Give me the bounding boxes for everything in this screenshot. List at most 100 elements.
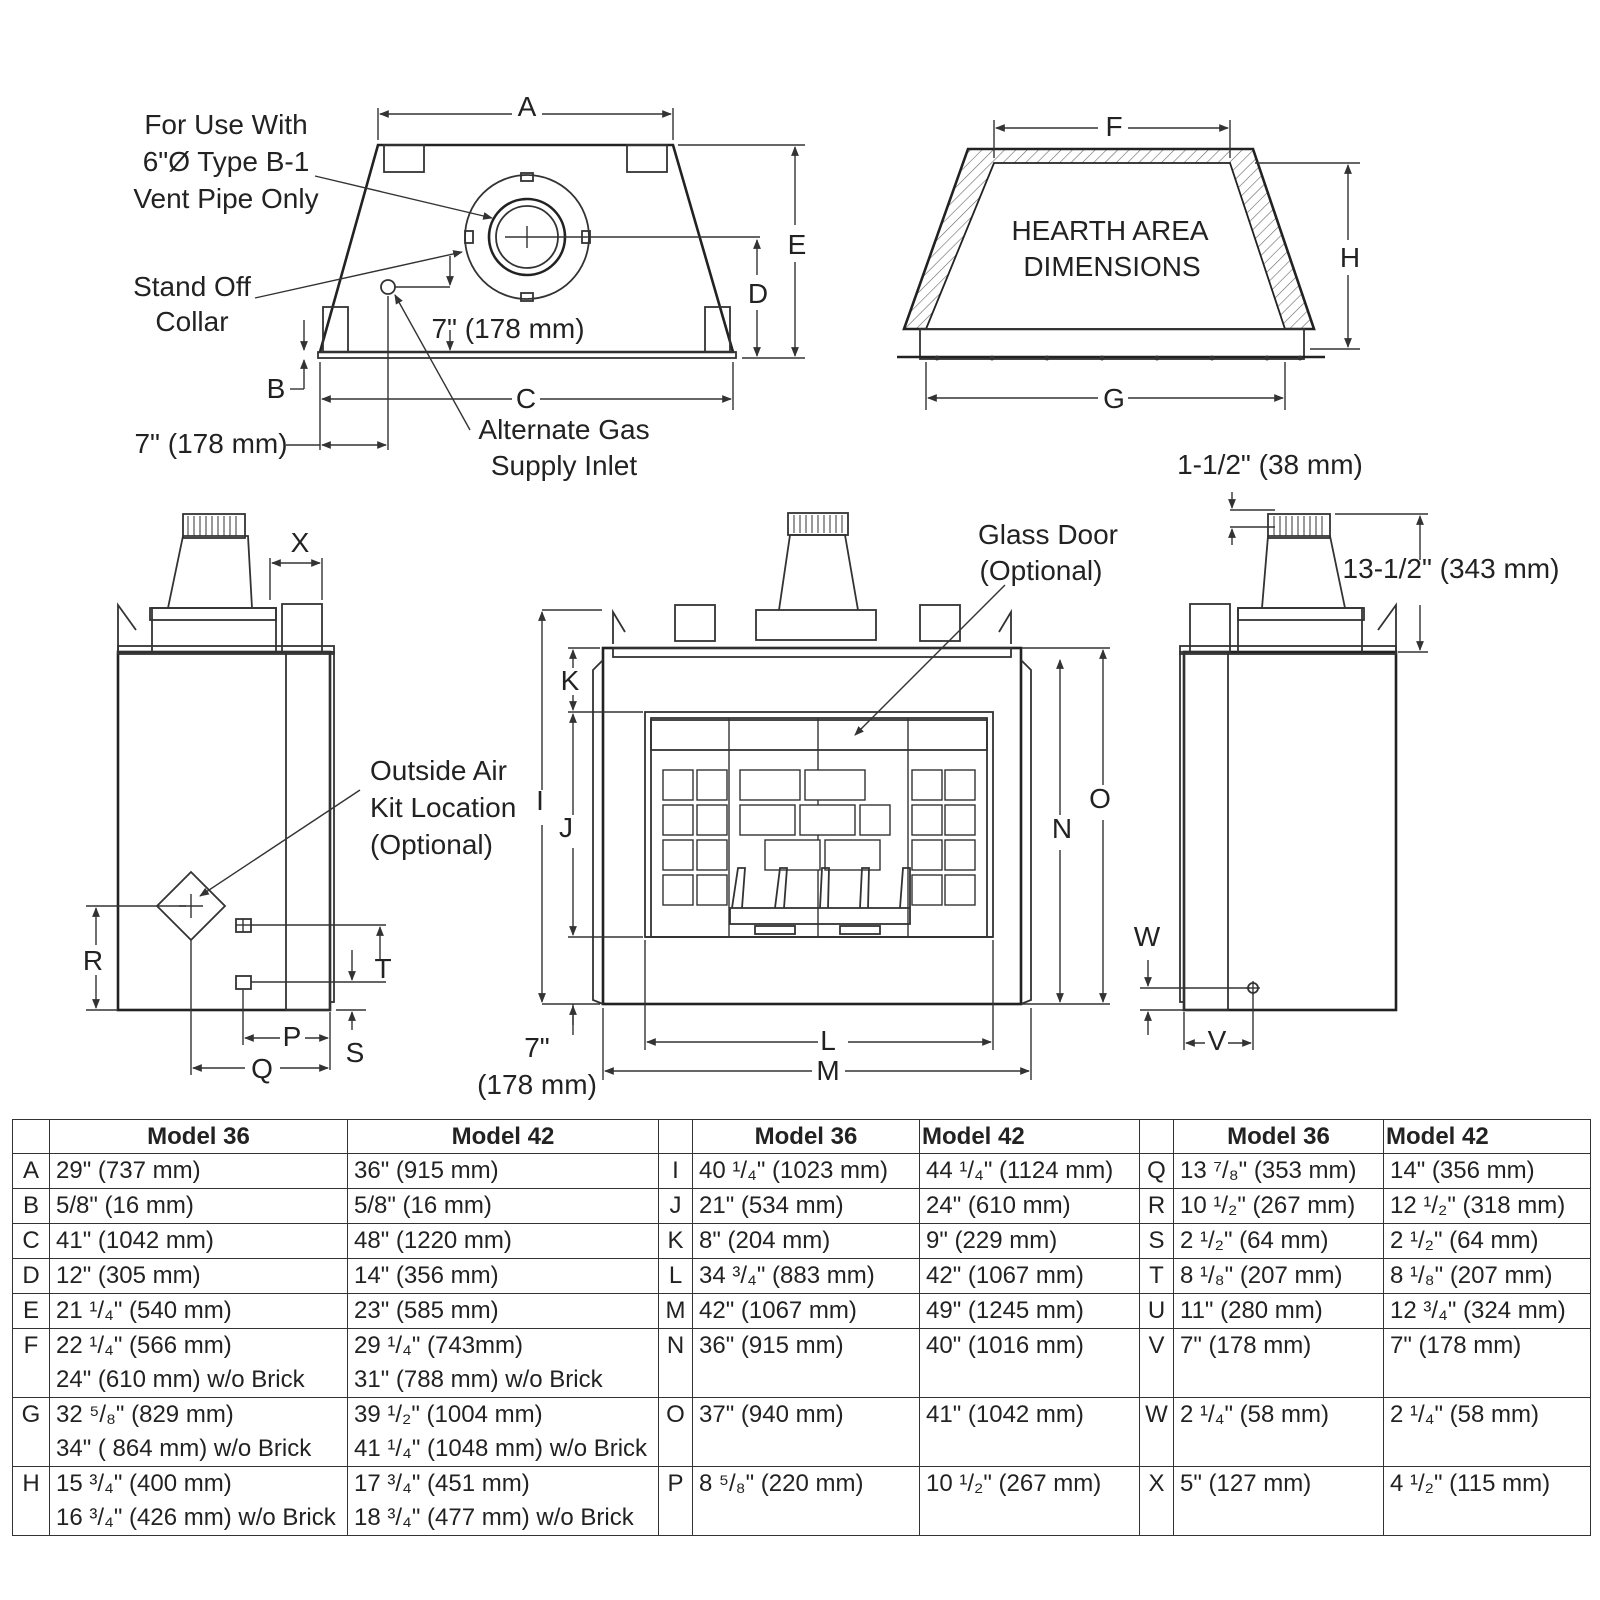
dimension-letters: A B C D E F G H I J K L M N O P Q R S T … [83,91,1360,1086]
dimension-key: N [658,1328,693,1398]
value-line: 10 ¹/₂" (267 mm) [926,1470,1102,1497]
value-line: 40" (1016 mm) [926,1332,1084,1359]
letter-l: L [820,1025,836,1056]
dimension-key: D [12,1258,50,1294]
model-42-value: 42" (1067 mm) [919,1258,1140,1294]
letter-h: H [1340,242,1360,273]
model-42-value: 7" (178 mm) [1383,1328,1591,1398]
letter-e: E [788,229,807,260]
for-use-with-line1: For Use With [144,109,307,140]
value-line: 16 ³/₄" (426 mm) w/o Brick [56,1504,336,1531]
value-line: 11" (280 mm) [1180,1297,1323,1324]
hearth-line1: HEARTH AREA [1011,215,1208,246]
model-42-value: 41" (1042 mm) [919,1397,1140,1467]
model-42-value: 12 ¹/₂" (318 mm) [1383,1188,1591,1224]
value-line: 29 ¹/₄" (743mm) [354,1332,524,1359]
model-36-value: 15 ³/₄" (400 mm)16 ³/₄" (426 mm) w/o Bri… [49,1466,348,1536]
model-36-value: 8 ¹/₈" (207 mm) [1173,1258,1384,1294]
model-42-value: 48" (1220 mm) [347,1223,659,1259]
model-42-value: 9" (229 mm) [919,1223,1140,1259]
value-line: 42" (1067 mm) [699,1297,857,1324]
dimension-key: P [658,1466,693,1536]
dimension-key: V [1139,1328,1174,1398]
value-line: 17 ³/₄" (451 mm) [354,1470,530,1497]
value-line: 10 ¹/₂" (267 mm) [1180,1192,1356,1219]
letter-b: B [267,373,286,404]
value-line: 41 ¹/₄" (1048 mm) w/o Brick [354,1435,648,1462]
dimension-key: S [1139,1223,1174,1259]
letter-c: C [516,383,536,414]
value-line: 48" (1220 mm) [354,1227,512,1254]
dimension-key: H [12,1466,50,1536]
model-36-value: 22 ¹/₄" (566 mm)24" (610 mm) w/o Brick [49,1328,348,1398]
top-view [254,108,805,450]
model-36-value: 7" (178 mm) [1173,1328,1384,1398]
dim-13-5in: 13-1/2" (343 mm) [1343,553,1560,584]
letter-j: J [559,812,573,843]
dimension-key: I [658,1153,693,1189]
value-line: 18 ³/₄" (477 mm) w/o Brick [354,1504,634,1531]
dimension-key: E [12,1293,50,1329]
outside-air-line1: Outside Air [370,755,507,786]
value-line: 44 ¹/₄" (1124 mm) [926,1157,1114,1184]
alt-gas-line1: Alternate Gas [478,414,649,445]
model-42-value: 23" (585 mm) [347,1293,659,1329]
value-line: 5" (127 mm) [1180,1470,1312,1497]
letter-o: O [1089,783,1111,814]
dimension-key: G [12,1397,50,1467]
dimension-key: O [658,1397,693,1467]
right-side-view [1140,492,1428,1050]
value-line: 8 ¹/₈" (207 mm) [1180,1262,1343,1289]
dim-178mm-front: (178 mm) [477,1069,597,1100]
value-line: 4 ¹/₂" (115 mm) [1390,1470,1551,1497]
dimension-key: Q [1139,1153,1174,1189]
model-36-value: 21" (534 mm) [692,1188,920,1224]
letter-v: V [1208,1025,1227,1056]
model-42-value: 24" (610 mm) [919,1188,1140,1224]
value-line: 5/8" (16 mm) [354,1192,492,1219]
letter-g: G [1103,383,1125,414]
letter-i: I [536,785,544,816]
value-line: 32 ⁵/₈" (829 mm) [56,1401,234,1428]
dimension-key: F [12,1328,50,1398]
model-36-value: 37" (940 mm) [692,1397,920,1467]
model-36-value: 32 ⁵/₈" (829 mm)34" ( 864 mm) w/o Brick [49,1397,348,1467]
value-line: 9" (229 mm) [926,1227,1058,1254]
value-line: 8" (204 mm) [699,1227,831,1254]
dim-7in-front: 7" [524,1032,550,1063]
model-42-value: 29 ¹/₄" (743mm)31" (788 mm) w/o Brick [347,1328,659,1398]
model-42-value: 44 ¹/₄" (1124 mm) [919,1153,1140,1189]
letter-s: S [346,1037,365,1068]
model-36-value: 10 ¹/₂" (267 mm) [1173,1188,1384,1224]
dim-1-5in: 1-1/2" (38 mm) [1177,449,1363,480]
dim-7in-top: 7" (178 mm) [431,313,584,344]
model-36-value: 8 ⁵/₈" (220 mm) [692,1466,920,1536]
model-42-value: 49" (1245 mm) [919,1293,1140,1329]
value-line: 12" (305 mm) [56,1262,201,1289]
model-36-value: 12" (305 mm) [49,1258,348,1294]
hearth-area-view [897,120,1360,410]
value-line: 12 ¹/₂" (318 mm) [1390,1192,1566,1219]
outside-air-line3: (Optional) [370,829,493,860]
dimension-key: C [12,1223,50,1259]
model-36-value: 5" (127 mm) [1173,1466,1384,1536]
for-use-with-line3: Vent Pipe Only [133,183,318,214]
dimension-key: M [658,1293,693,1329]
dimension-table: Model 36 Model 42 Model 36 Model 42 Mode… [12,1119,1591,1536]
value-line: 23" (585 mm) [354,1297,499,1324]
value-line: 21 ¹/₄" (540 mm) [56,1297,232,1324]
model-42-value: 17 ³/₄" (451 mm) 18 ³/₄" (477 mm) w/o Bri… [347,1466,659,1536]
dimension-key: J [658,1188,693,1224]
col-model-36: Model 36 [1173,1119,1384,1154]
callout-labels: For Use With 6"Ø Type B-1 Vent Pipe Only… [133,109,1559,1100]
model-36-value: 29" (737 mm) [49,1153,348,1189]
glass-door-line2: (Optional) [980,555,1103,586]
table-header-row: Model 36 Model 42 Model 36 Model 42 Mode… [12,1119,1591,1154]
letter-a: A [518,91,537,122]
